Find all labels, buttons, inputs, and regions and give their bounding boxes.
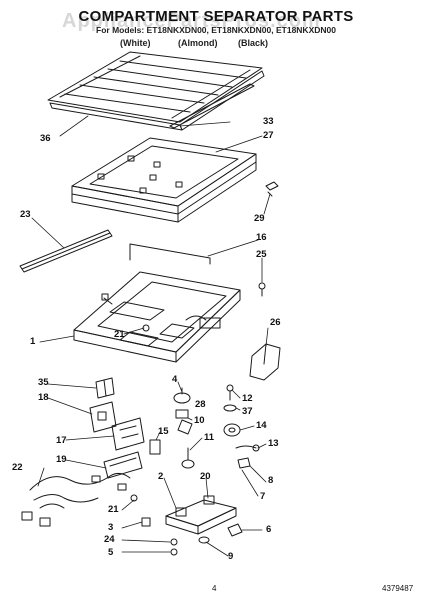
callout-8: 8 <box>268 475 274 486</box>
callout-14: 14 <box>256 420 267 431</box>
callout-16: 16 <box>256 232 267 243</box>
part-28-bracket <box>175 409 189 419</box>
part-36-shelf-cover <box>47 51 265 131</box>
page-number: 4 <box>212 584 217 593</box>
part-18-plate <box>89 401 117 433</box>
callout-19: 19 <box>56 454 67 465</box>
callout-27: 27 <box>263 130 274 141</box>
callout-6: 6 <box>266 524 272 535</box>
callout-17: 17 <box>56 435 67 446</box>
part-12-screw <box>226 384 234 401</box>
callout-21-upper: 21 <box>114 329 125 340</box>
part-8-bulb <box>237 457 251 469</box>
callout-12: 12 <box>242 393 253 404</box>
part-37-washer <box>223 404 237 412</box>
part-27-frame <box>71 137 257 223</box>
callout-1: 1 <box>30 336 36 347</box>
part-5-screw <box>170 548 178 556</box>
variant-white: (White) <box>120 38 151 48</box>
part-22-wire-harness <box>21 472 131 527</box>
callout-28: 28 <box>195 399 206 410</box>
part-4-knob <box>173 387 191 404</box>
part-21-screw-lower <box>130 494 138 502</box>
part-3-clip <box>141 517 151 527</box>
callout-20: 20 <box>200 471 211 482</box>
part-25-screw <box>258 282 266 297</box>
part-14-damper <box>223 423 241 437</box>
callout-24: 24 <box>104 534 115 545</box>
part-29-screw <box>265 181 279 197</box>
variant-almond: (Almond) <box>178 38 218 48</box>
callout-10: 10 <box>194 415 205 426</box>
part-9-grommet <box>198 536 210 544</box>
part-33-strip <box>169 83 255 129</box>
part-16-wire <box>129 243 211 265</box>
callout-37: 37 <box>242 406 253 417</box>
variant-black: (Black) <box>238 38 269 48</box>
callout-13: 13 <box>268 438 279 449</box>
callout-4: 4 <box>172 374 178 385</box>
part-2-base-housing <box>165 495 237 535</box>
callout-9: 9 <box>228 551 234 562</box>
models-subtitle: For Models: ET18NKXDN00, ET18NKXDN00, ET… <box>96 25 336 35</box>
callout-3: 3 <box>108 522 114 533</box>
callout-21-lower: 21 <box>108 504 119 515</box>
callout-11: 11 <box>204 432 215 443</box>
callout-26: 26 <box>270 317 281 328</box>
part-24-screw <box>170 538 178 546</box>
callout-5: 5 <box>108 547 114 558</box>
part-26-cover <box>249 343 281 381</box>
callout-35: 35 <box>38 377 49 388</box>
part-6-connector <box>227 523 243 537</box>
part-11-gear <box>181 447 195 469</box>
part-23-gasket <box>19 229 113 273</box>
part-17-control-box <box>111 417 145 451</box>
part-35-bracket <box>95 377 115 399</box>
document-number: 4379487 <box>382 584 414 593</box>
part-1-separator-pan <box>73 271 241 363</box>
callout-29: 29 <box>254 213 265 224</box>
callout-25: 25 <box>256 249 267 260</box>
diagram-title: COMPARTMENT SEPARATOR PARTS <box>78 8 354 25</box>
callout-18: 18 <box>38 392 49 403</box>
callout-23: 23 <box>20 209 31 220</box>
callout-2: 2 <box>158 471 164 482</box>
part-19-housing <box>103 451 143 479</box>
callout-33: 33 <box>263 116 274 127</box>
callout-7: 7 <box>260 491 266 502</box>
part-15-clip <box>149 439 161 455</box>
callout-22: 22 <box>12 462 23 473</box>
callout-36: 36 <box>40 133 51 144</box>
callout-15: 15 <box>158 426 169 437</box>
part-10-link <box>177 419 193 435</box>
part-13-sensor <box>235 444 260 452</box>
leader-lines <box>31 115 271 557</box>
